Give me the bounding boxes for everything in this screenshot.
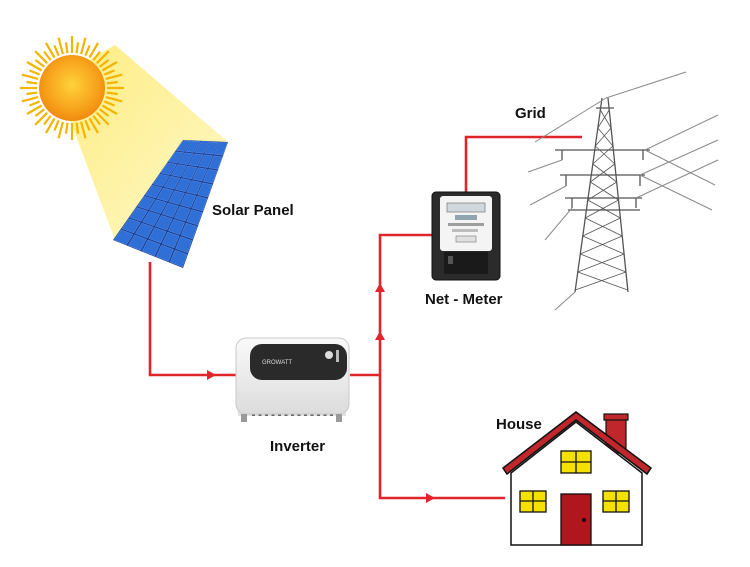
inverter-label: Inverter	[270, 438, 326, 455]
house-label: House	[496, 416, 542, 433]
flow-arrows	[207, 283, 435, 503]
wire-junction-to-meter	[378, 233, 432, 375]
grid-label: Grid	[515, 105, 546, 122]
inverter-icon: GROWATT	[235, 337, 350, 422]
arrow-to-house	[426, 493, 435, 503]
wire-junction-to-house	[378, 375, 505, 500]
transmission-tower-icon	[555, 97, 650, 293]
arrow-up-to-meter-2	[375, 331, 385, 340]
solar-panel-label: Solar Panel	[212, 202, 294, 219]
house-window	[519, 450, 630, 513]
wire-panel-to-inverter	[148, 262, 240, 377]
wire-meter-to-grid	[464, 135, 582, 193]
arrow-up-to-meter-1	[375, 283, 385, 292]
net-meter-label: Net - Meter	[425, 291, 503, 308]
house-icon	[501, 411, 653, 546]
arrow-to-inverter	[207, 370, 216, 380]
inverter-brand-text: GROWATT	[262, 360, 292, 366]
house-door	[560, 493, 592, 546]
solar-panel-icon	[113, 140, 228, 268]
power-lines	[527, 71, 719, 311]
net-meter-icon	[431, 191, 501, 281]
sun-icon	[20, 36, 124, 140]
wiring	[148, 135, 582, 500]
